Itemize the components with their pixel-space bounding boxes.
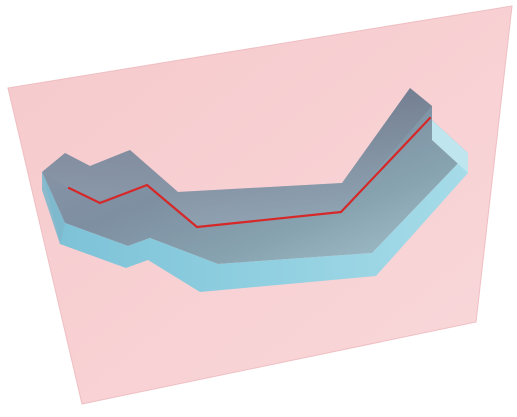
channel-back-wall [42, 88, 432, 226]
recessed-channel [42, 88, 468, 264]
channel-end-face [432, 120, 468, 173]
channel-front-face [42, 153, 468, 292]
red-path-line [67, 116, 432, 229]
channel-left-end-face [42, 172, 65, 244]
